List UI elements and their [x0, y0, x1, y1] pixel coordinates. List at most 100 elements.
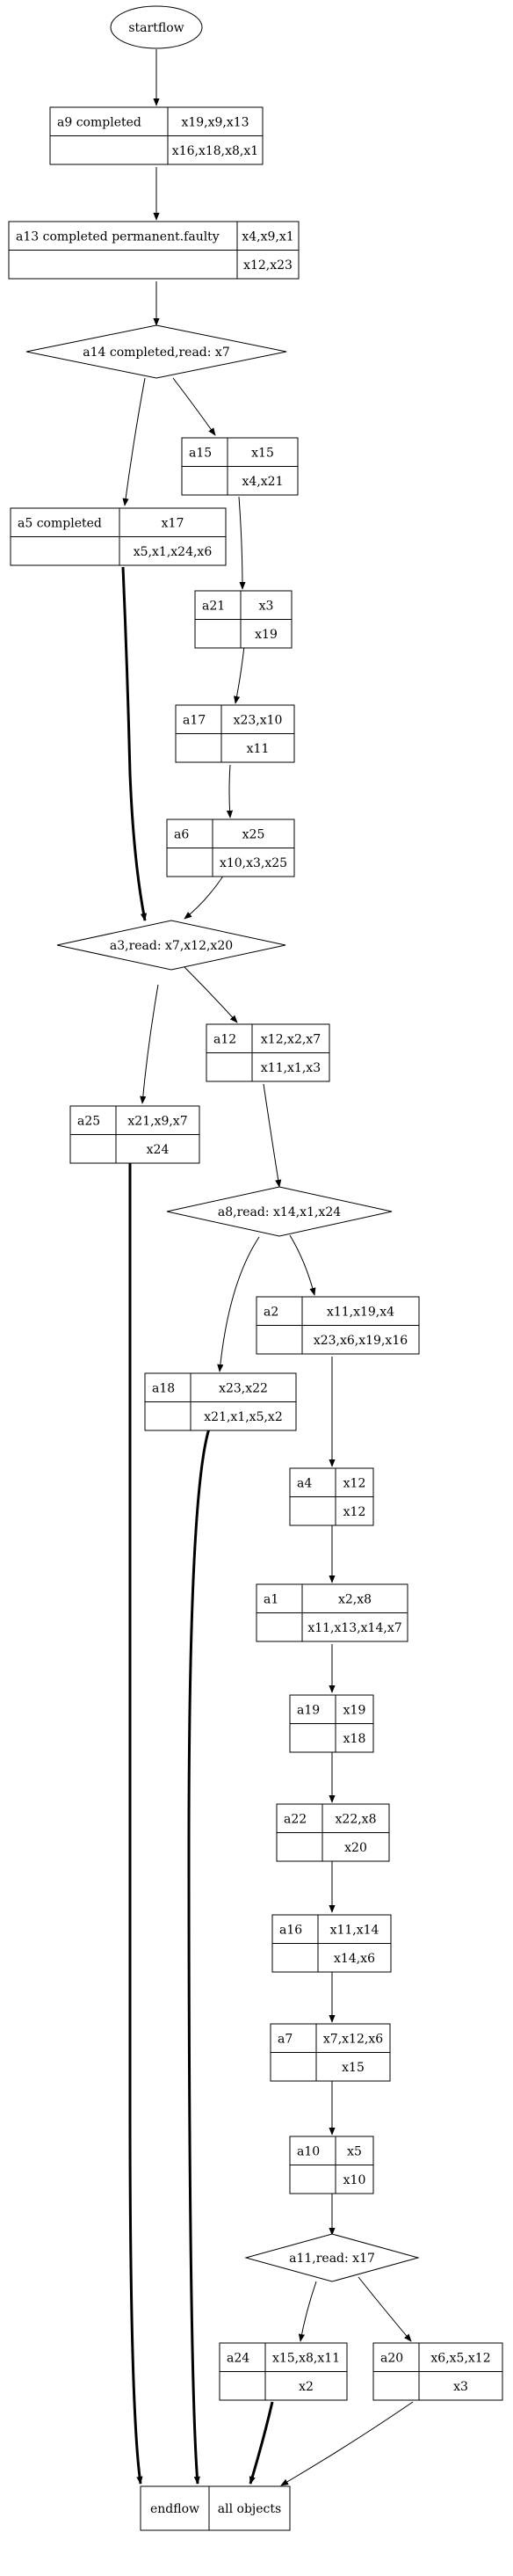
record-a24: a24 x15,x8,x11 x2 — [219, 2342, 348, 2401]
decision-label: a3,read: x7,x12,x20 — [110, 939, 233, 953]
record-title: a24 — [227, 2351, 249, 2365]
record-title: a20 — [380, 2351, 403, 2365]
decision-d14: a14 completed,read: x7 — [25, 324, 287, 379]
record-top-value: x19,x9,x13 — [181, 115, 249, 129]
record-a4: a4 x12 x12 — [289, 1467, 374, 1526]
end-right-label: all objects — [218, 2502, 281, 2516]
decision-d8: a8,read: x14,x1,x24 — [166, 1186, 393, 1237]
edge-a21-a17 — [234, 645, 245, 704]
record-bottom-value: x3 — [453, 2380, 468, 2394]
record-a13: a13 completed permanent.faulty x4,x9,x1 x1… — [8, 221, 300, 280]
edge-d11-a24 — [298, 2281, 317, 2342]
record-a2: a2 x11,x19,x4 x23,x6,x19,x16 — [256, 1296, 420, 1355]
record-bottom-value: x10,x3,x25 — [220, 856, 287, 870]
record-bottom-value: x15 — [342, 2061, 365, 2075]
record-title: a22 — [284, 1812, 307, 1826]
edge-a15-a21 — [238, 496, 246, 590]
record-title: a4 — [297, 1476, 312, 1490]
edge-d3-a25 — [140, 984, 159, 1104]
record-bottom-value: x23,x6,x19,x16 — [314, 1334, 408, 1348]
record-bottom-value: x11,x1,x3 — [261, 1061, 321, 1075]
record-top-value: x7,x12,x6 — [323, 2032, 383, 2046]
record-top-value: x11,x14 — [330, 1923, 379, 1937]
record-top-value: x12 — [343, 1476, 366, 1490]
record-title: a2 — [264, 1305, 278, 1319]
record-a16: a16 x11,x14 x14,x6 — [271, 1914, 392, 1973]
record-top-value: x15,x8,x11 — [272, 2351, 340, 2365]
edge-a18-end — [187, 1428, 211, 2485]
record-title: a7 — [278, 2032, 293, 2046]
record-top-value: x5 — [347, 2144, 362, 2158]
record-a20: a20 x6,x5,x12 x3 — [372, 2342, 503, 2401]
edge-a24-end — [249, 2401, 274, 2485]
record-bottom-value: x20 — [344, 1841, 367, 1855]
record-bottom-value: x11,x13,x14,x7 — [307, 1621, 401, 1635]
decision-label: a14 completed,read: x7 — [83, 346, 229, 360]
record-top-value: x6,x5,x12 — [430, 2351, 490, 2365]
record-bottom-value: x12 — [343, 1505, 366, 1519]
edge-a17-a6 — [226, 764, 234, 819]
decision-d11: a11,read: x17 — [244, 2233, 420, 2282]
decisions-layer: a14 completed,read: x7 a3,read: x7,x12,x2… — [25, 324, 420, 2282]
start-label: startflow — [128, 21, 184, 35]
record-title: a13 completed permanent.faulty — [16, 229, 220, 244]
record-bottom-value: x24 — [147, 1143, 170, 1157]
edges — [121, 49, 414, 2486]
record-title: a5 completed — [18, 516, 102, 530]
edge-d14-a5 — [122, 377, 146, 506]
record-title: a18 — [152, 1381, 175, 1395]
record-bottom-value: x14,x6 — [334, 1952, 375, 1966]
record-bottom-value: x16,x18,x8,x1 — [172, 144, 258, 158]
record-a12: a12 x12,x2,x7 x11,x1,x3 — [206, 1023, 330, 1082]
decision-d3: a3,read: x7,x12,x20 — [56, 920, 286, 971]
record-a22: a22 x22,x8 x20 — [276, 1803, 390, 1862]
record-a15: a15 x15 x4,x21 — [181, 437, 299, 496]
records-layer: a9 completed x19,x9,x13 x16,x18,x8,x1 a13 c… — [8, 106, 503, 2401]
record-top-value: x23,x22 — [219, 1381, 268, 1395]
record-title: a21 — [202, 599, 225, 613]
record-bottom-value: x4,x21 — [242, 475, 284, 489]
record-title: a15 — [189, 446, 212, 460]
record-top-value: x25 — [242, 827, 265, 841]
record-top-value: x4,x9,x1 — [242, 229, 293, 244]
record-bottom-value: x10 — [343, 2173, 366, 2187]
edge-d3-a12 — [184, 966, 238, 1023]
edge-a25-end — [128, 1163, 143, 2485]
edge-a12-d8 — [263, 1083, 282, 1188]
record-bottom-value: x19 — [255, 628, 278, 642]
record-top-value: x15 — [251, 446, 274, 460]
record-a9: a9 completed x19,x9,x13 x16,x18,x8,x1 — [49, 106, 264, 165]
start-node: startflow — [110, 5, 203, 49]
record-title: a9 completed — [57, 115, 141, 129]
record-a7: a7 x7,x12,x6 x15 — [270, 2023, 391, 2082]
record-bottom-value: x5,x1,x24,x6 — [134, 545, 213, 559]
record-top-value: x11,x19,x4 — [327, 1305, 394, 1319]
record-bottom-value: x12,x23 — [243, 258, 293, 273]
record-top-value: x12,x2,x7 — [261, 1032, 321, 1046]
record-bottom-value: x18 — [343, 1732, 366, 1746]
record-title: a19 — [297, 1703, 320, 1717]
record-title: a25 — [77, 1114, 100, 1128]
record-title: a16 — [279, 1923, 302, 1937]
record-a6: a6 x25 x10,x3,x25 — [166, 819, 295, 877]
record-bottom-value: x2 — [299, 2380, 314, 2394]
end-left-label: endflow — [150, 2502, 199, 2516]
decision-label: a11,read: x17 — [289, 2252, 375, 2266]
record-title: a12 — [213, 1032, 236, 1046]
record-bottom-value: x11 — [247, 742, 270, 756]
record-title: a6 — [174, 827, 189, 841]
edge-d8-a2 — [289, 1234, 316, 1296]
edge-d11-a20 — [358, 2276, 412, 2342]
record-top-value: x22,x8 — [336, 1812, 377, 1826]
edge-a5-d3 — [121, 566, 147, 921]
end-node: endflow all objects — [140, 2485, 291, 2531]
edge-d8-a18 — [217, 1236, 260, 1372]
